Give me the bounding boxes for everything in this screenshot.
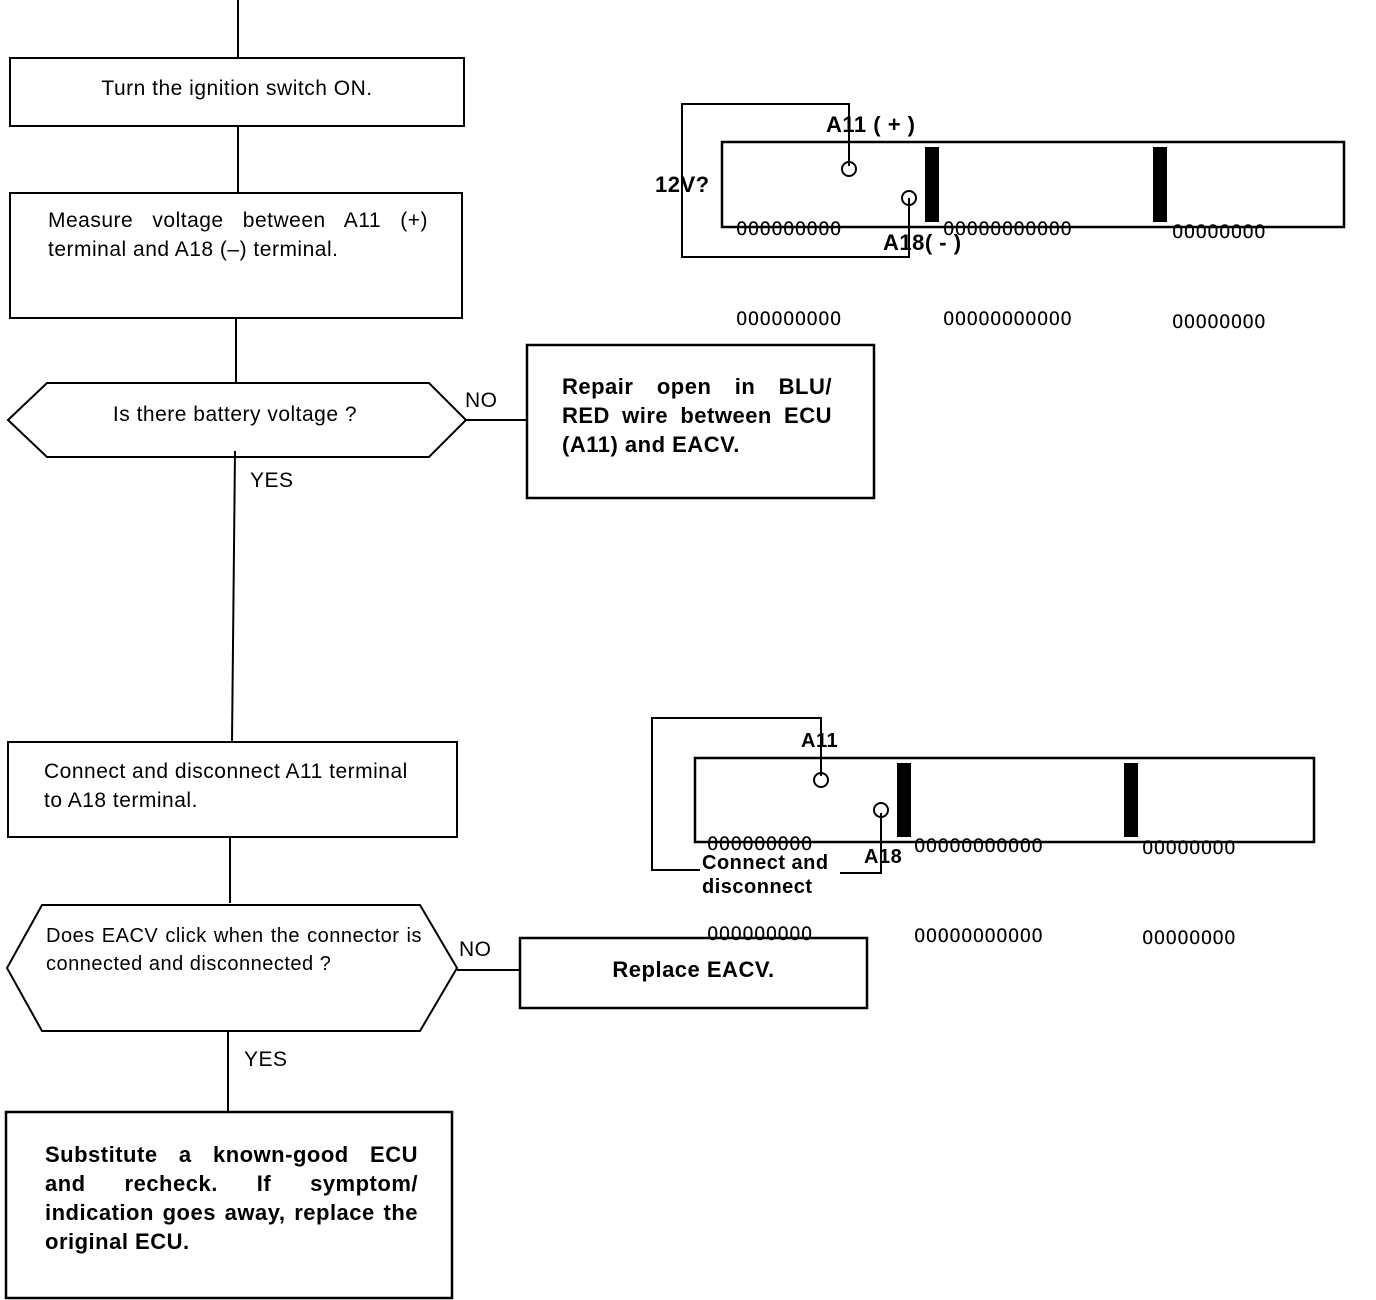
step1-text: Turn the ignition switch ON. (101, 77, 373, 100)
decision1-yes-label: YES (250, 469, 294, 492)
connector1-divider1 (925, 147, 939, 222)
decision1-no-label: NO (465, 389, 498, 412)
step2-box (9, 192, 463, 319)
connector1-block2-pins: OOOOOOOOOOO OOOOOOOOOOO (943, 154, 1072, 364)
repair2-box (518, 936, 869, 1010)
decision2-text: Does EACV click when the connector is co… (46, 925, 422, 975)
flow-line-yes1 (231, 450, 236, 743)
step3-box (7, 741, 458, 838)
decision2-diamond (5, 904, 459, 1032)
connector1-block1-pins: OOOOOOOOO OOOOOOOOO (736, 154, 842, 364)
repair1-box (525, 343, 876, 500)
connector1-a18-label: A18( - ) (883, 230, 962, 255)
connector2-block2-row2: OOOOOOOOOOO (914, 925, 1044, 947)
connector1-pin-a11 (841, 161, 857, 177)
decision1-diamond (6, 382, 468, 458)
connector2-block1-row1: OOOOOOOOO (707, 833, 813, 855)
connector2-block1-pins: OOOOOOOOO OOOOOOOOO (707, 769, 813, 979)
connector2-pin-a11 (813, 772, 829, 788)
final-box (4, 1110, 454, 1300)
connector1-block3-pins: OOOOOOOO OOOOOOOO (1172, 157, 1266, 367)
connector2-wire-a18 (840, 813, 882, 874)
connector1-block1-row1: OOOOOOOOO (736, 218, 842, 240)
connector1-block2-row2: OOOOOOOOOOO (943, 308, 1073, 330)
connector2-divider1 (897, 763, 911, 837)
connector2-block3-row2: OOOOOOOO (1142, 927, 1236, 949)
step2-text: Measure voltage between A11 (+) terminal… (48, 209, 428, 261)
connector2-block1-row2: OOOOOOOOO (707, 923, 813, 945)
decision1-text: Is there battery voltage ? (112, 403, 358, 426)
step3-text: Connect and disconnect A11 terminal to A… (44, 760, 408, 812)
connector2-action-label: Connect and disconnect (702, 852, 829, 898)
connector1-body (720, 140, 1346, 229)
connector1-block3-row1: OOOOOOOO (1172, 221, 1266, 243)
connector2-divider2 (1124, 763, 1138, 837)
connector1-voltage-label: 12V? (655, 172, 710, 197)
connector2-pin-a18 (873, 802, 889, 818)
step1-box (9, 57, 465, 127)
connector2-block3-row1: OOOOOOOO (1142, 837, 1236, 859)
connector2-a11-label: A11 (801, 730, 839, 752)
decision2-yes-label: YES (244, 1048, 288, 1071)
final-text: Substitute a known-good ECU and recheck.… (45, 1142, 418, 1254)
repair2-text: Replace EACV. (612, 957, 775, 982)
connector1-block2-row1: OOOOOOOOOOO (943, 218, 1073, 240)
connector1-block3-row2: OOOOOOOO (1172, 311, 1266, 333)
connector1-pin-a18 (901, 190, 917, 206)
connector1-a11-label: A11 ( + ) (826, 112, 916, 137)
repair1-text: Repair open in BLU/ RED wire between ECU… (562, 374, 832, 457)
decision2-no-label: NO (459, 938, 492, 961)
connector2-body (693, 756, 1316, 844)
connector2-block3-pins: OOOOOOOO OOOOOOOO (1142, 773, 1236, 983)
connector2-block2-pins: OOOOOOOOOOO OOOOOOOOOOO (914, 771, 1043, 981)
connector1-block1-row2: OOOOOOOOO (736, 308, 842, 330)
connector2-block2-row1: OOOOOOOOOOO (914, 835, 1044, 857)
connector1-divider2 (1153, 147, 1167, 222)
connector2-wire-a11 (651, 717, 822, 871)
connector2-a18-label: A18 (864, 846, 903, 868)
connector1-probe-wire (681, 103, 910, 258)
